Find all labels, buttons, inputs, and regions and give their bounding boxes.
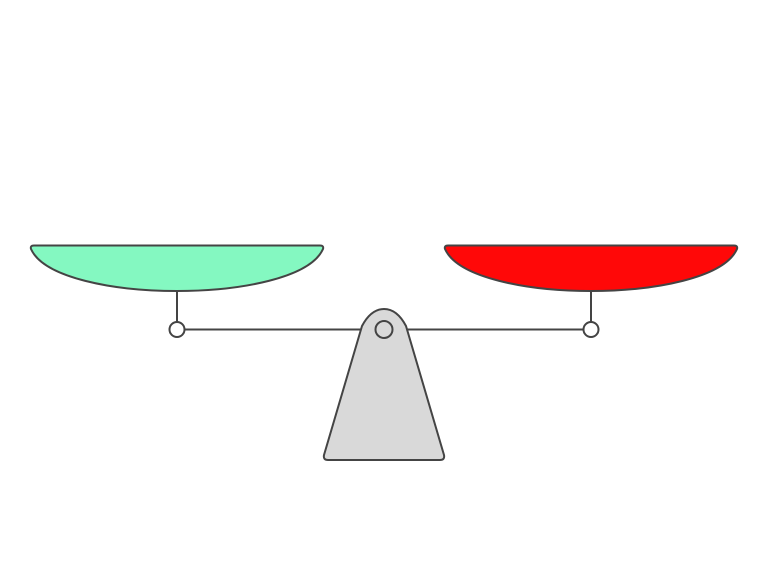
right-pivot-ring <box>582 321 600 338</box>
left-pivot-ring <box>168 321 186 338</box>
scale-stand <box>322 308 446 461</box>
left-pan <box>29 244 325 292</box>
right-pan <box>443 244 739 292</box>
center-pivot <box>374 320 394 339</box>
